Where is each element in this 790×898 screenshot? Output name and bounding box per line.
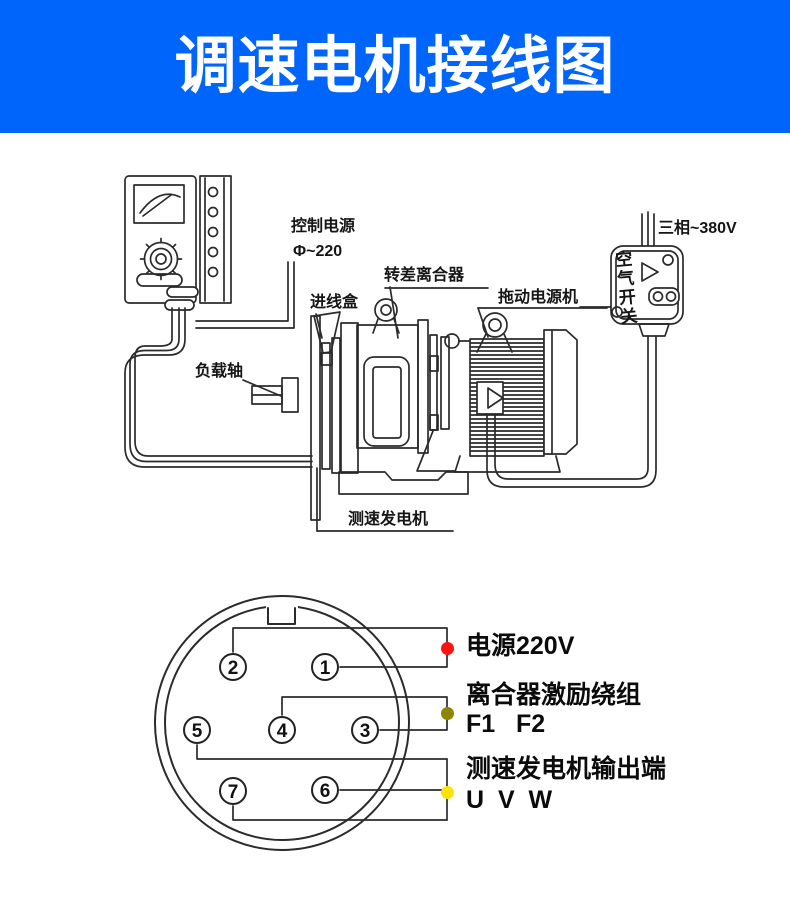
power-terminal-dot: [441, 642, 454, 655]
pin-7: 7: [219, 777, 247, 805]
pin-6: 6: [311, 776, 339, 804]
pin-4: 4: [268, 716, 296, 744]
air-switch-label: 空气开关: [614, 249, 639, 327]
title-banner: 调速电机接线图: [0, 0, 790, 133]
tacho-terminal-pins-label: U V W: [466, 786, 553, 814]
drive-motor-label: 拖动电源机: [498, 289, 579, 306]
pin-3: 3: [351, 716, 379, 744]
page-title: 调速电机接线图: [174, 31, 616, 101]
slip-clutch-label: 转差离合器: [384, 267, 465, 284]
clutch-terminal-label: 离合器激励绕组: [466, 681, 642, 709]
control-power-label-line1: 控制电源: [291, 218, 356, 235]
power-terminal-label: 电源220V: [466, 632, 575, 660]
clutch-terminal-pins-label: F1 F2: [466, 710, 546, 738]
tacho-terminal-dot: [441, 786, 454, 799]
pin-5: 5: [183, 716, 211, 744]
pin-2: 2: [219, 653, 247, 681]
control-power-label-line2: Φ~220: [293, 243, 343, 260]
inlet-box-label: 进线盒: [310, 294, 359, 311]
clutch-terminal-dot: [441, 707, 454, 720]
tacho-generator-label: 测速发电机: [348, 511, 429, 528]
three-phase-label: 三相~380V: [658, 220, 737, 237]
tacho-terminal-label: 测速发电机输出端: [466, 755, 667, 783]
pin-1: 1: [311, 653, 339, 681]
load-shaft-label: 负载轴: [195, 363, 244, 380]
